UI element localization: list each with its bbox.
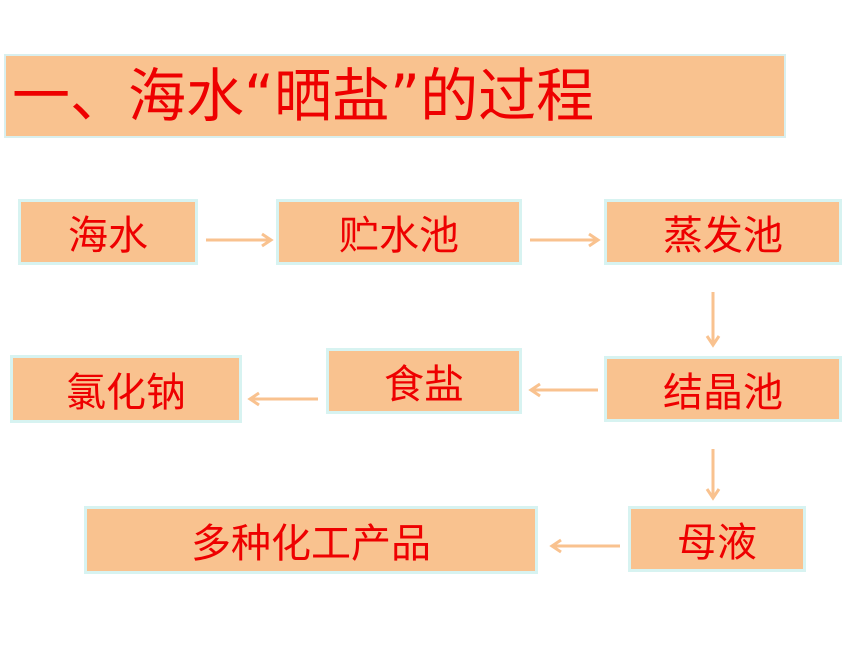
node-chemical-products: 多种化工产品: [84, 506, 538, 574]
arrow-mother-liquor-to-chemical-products: [549, 538, 620, 554]
node-crystallization-pond: 结晶池: [604, 356, 842, 422]
arrow-crystallization-to-mother-liquor: [705, 449, 721, 501]
node-storage-pond: 贮水池: [276, 199, 522, 265]
arrow-crystallization-to-salt: [528, 382, 598, 398]
arrow-evaporation-to-crystallization: [705, 292, 721, 348]
node-seawater: 海水: [18, 199, 198, 265]
arrow-salt-to-sodium-chloride: [247, 391, 318, 407]
node-salt: 食盐: [326, 348, 522, 414]
arrow-seawater-to-storage: [206, 232, 274, 248]
node-mother-liquor: 母液: [628, 506, 806, 572]
node-sodium-chloride: 氯化钠: [10, 355, 242, 423]
arrow-storage-to-evaporation: [530, 232, 601, 248]
node-evaporation-pond: 蒸发池: [604, 199, 842, 265]
page-title: 一、海水“晒盐”的过程: [4, 54, 786, 138]
